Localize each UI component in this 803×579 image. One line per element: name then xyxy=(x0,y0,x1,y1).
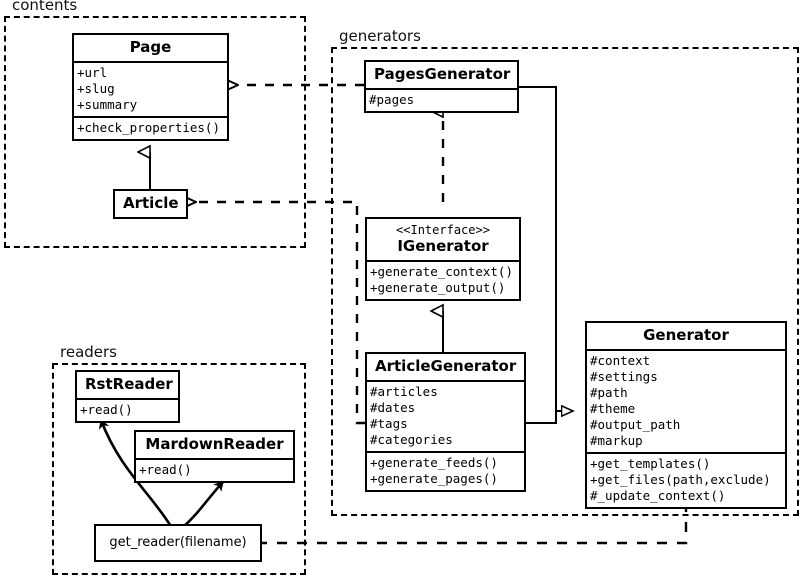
class-member: +generate_pages() xyxy=(370,471,498,486)
class-article-name: Article xyxy=(123,194,179,212)
class-member: #dates xyxy=(370,400,416,415)
class-member: #output_path xyxy=(590,417,681,432)
class-article[interactable]: Article xyxy=(113,189,188,219)
class-member: +generate_context() xyxy=(370,264,513,279)
class-member: #markup xyxy=(590,433,643,448)
package-generators-label: generators xyxy=(337,27,423,45)
class-page-name: Page xyxy=(129,38,172,56)
class-page[interactable]: Page +url +slug +summary +check_properti… xyxy=(72,33,229,141)
class-generator[interactable]: Generator #context #settings #path #them… xyxy=(585,321,787,509)
class-generator-operations: +get_templates() +get_files(path,exclude… xyxy=(587,452,785,507)
class-mardownreader-name: MardownReader xyxy=(145,435,284,453)
class-member: #categories xyxy=(370,432,453,447)
class-member: #settings xyxy=(590,369,658,384)
class-member: +read() xyxy=(80,402,133,417)
class-mardownreader[interactable]: MardownReader +read() xyxy=(134,430,295,483)
package-contents-label: contents xyxy=(10,0,80,14)
class-articlegenerator-name: ArticleGenerator xyxy=(375,357,517,375)
class-member: +generate_output() xyxy=(370,280,506,295)
package-contents-frame xyxy=(4,16,306,248)
class-articlegenerator-operations: +generate_feeds() +generate_pages() xyxy=(367,451,524,490)
class-member: +check_properties() xyxy=(77,120,220,135)
function-get-reader[interactable]: get_reader(filename) xyxy=(94,524,262,562)
class-rstreader-name: RstReader xyxy=(85,375,173,393)
class-generator-name: Generator xyxy=(643,326,729,344)
class-member: #articles xyxy=(370,384,438,399)
class-member: #path xyxy=(590,385,628,400)
class-igenerator-operations: +generate_context() +generate_output() xyxy=(367,260,519,299)
class-igenerator[interactable]: <<Interface>> IGenerator +generate_conte… xyxy=(365,217,521,301)
class-rstreader[interactable]: RstReader +read() xyxy=(75,370,180,423)
class-member: #_update_context() xyxy=(590,488,726,503)
class-igenerator-name: IGenerator xyxy=(397,237,489,255)
class-member: #theme xyxy=(590,401,636,416)
package-readers: readers xyxy=(52,344,306,575)
class-page-operations: +check_properties() xyxy=(74,116,227,139)
class-pagesgenerator-name: PagesGenerator xyxy=(374,65,511,83)
class-rstreader-operations: +read() xyxy=(77,398,178,421)
class-member: +read() xyxy=(139,462,192,477)
class-member: #context xyxy=(590,353,651,368)
class-member: #pages xyxy=(369,92,415,107)
class-igenerator-stereotype: <<Interface>> xyxy=(396,223,490,237)
class-pagesgenerator-attributes: #pages xyxy=(366,88,517,111)
package-readers-frame xyxy=(52,363,306,575)
class-member: #tags xyxy=(370,416,408,431)
package-contents: contents xyxy=(4,0,306,248)
class-generator-attributes: #context #settings #path #theme #output_… xyxy=(587,349,785,452)
class-member: +summary xyxy=(77,97,138,112)
class-member: +slug xyxy=(77,81,115,96)
function-get-reader-label: get_reader(filename) xyxy=(109,535,247,550)
class-pagesgenerator[interactable]: PagesGenerator #pages xyxy=(364,60,519,113)
class-member: +get_templates() xyxy=(590,456,711,471)
class-member: +generate_feeds() xyxy=(370,455,498,470)
class-articlegenerator-attributes: #articles #dates #tags #categories xyxy=(367,380,524,451)
class-articlegenerator[interactable]: ArticleGenerator #articles #dates #tags … xyxy=(365,352,526,492)
class-member: +get_files(path,exclude) xyxy=(590,472,771,487)
package-readers-label: readers xyxy=(58,343,119,361)
class-member: +url xyxy=(77,65,108,80)
class-mardownreader-operations: +read() xyxy=(136,458,293,481)
class-page-attributes: +url +slug +summary xyxy=(74,61,227,116)
